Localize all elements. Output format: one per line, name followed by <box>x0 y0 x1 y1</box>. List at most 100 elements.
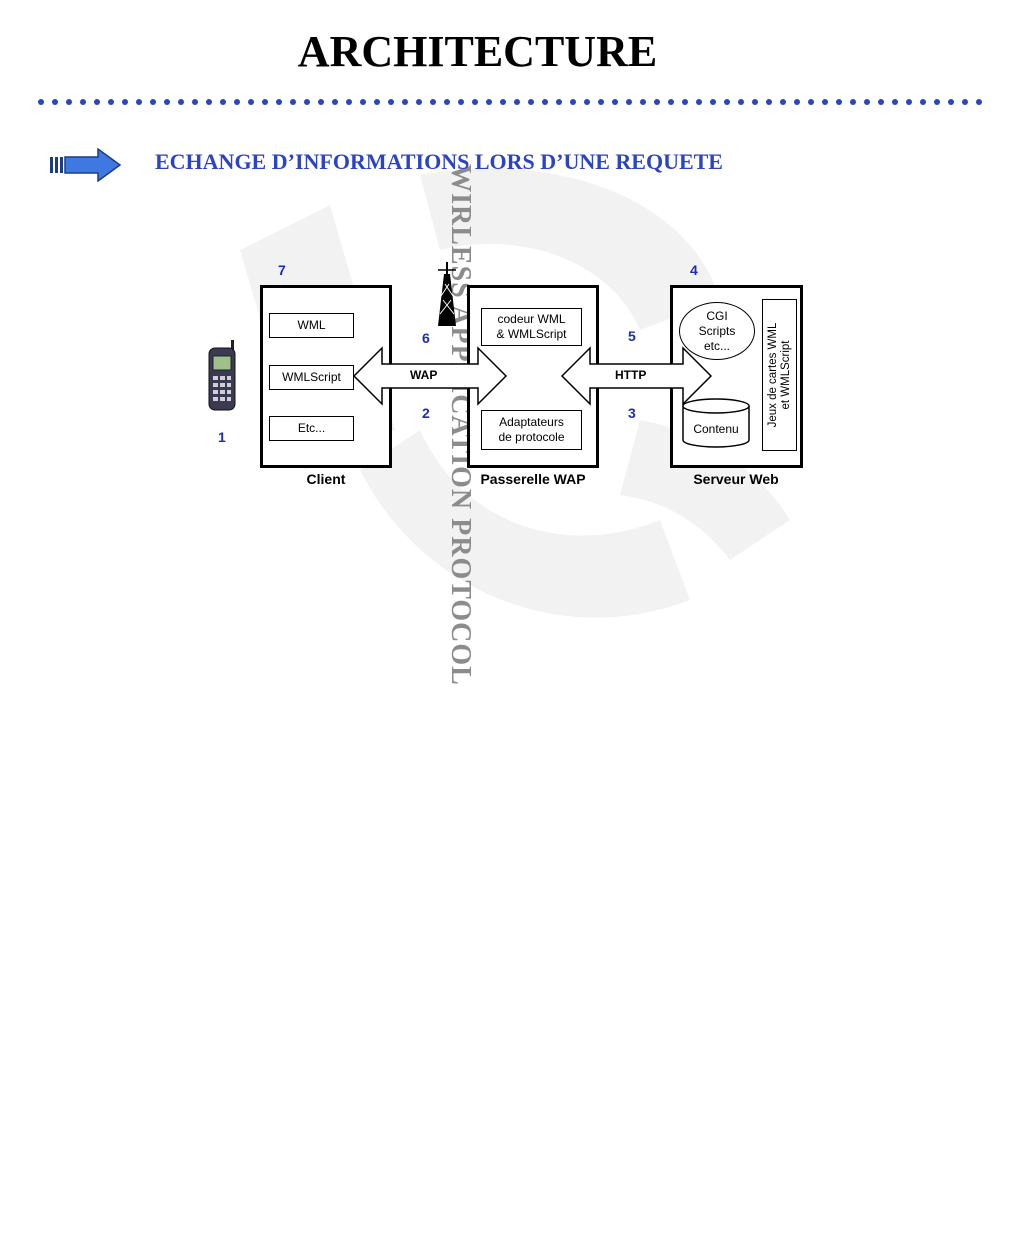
step-4: 4 <box>690 262 698 278</box>
separator-dot <box>626 99 632 105</box>
content-label: Contenu <box>693 421 739 436</box>
separator-dot <box>682 99 688 105</box>
server-label: Serveur Web <box>693 471 779 487</box>
separator-dot <box>906 99 912 105</box>
separator-dot <box>332 99 338 105</box>
separator-dot <box>864 99 870 105</box>
separator-dot <box>570 99 576 105</box>
separator-dot <box>948 99 954 105</box>
http-double-arrow <box>560 346 713 406</box>
separator-dot <box>500 99 506 105</box>
content-database-icon <box>682 398 750 448</box>
separator-dot <box>654 99 660 105</box>
separator-dot <box>486 99 492 105</box>
separator-dot <box>262 99 268 105</box>
separator-dot <box>52 99 58 105</box>
protocol-adapters-box: Adaptateurs de protocole <box>481 410 582 450</box>
separator-dot <box>304 99 310 105</box>
separator-dot <box>794 99 800 105</box>
separator-dot <box>850 99 856 105</box>
wap-double-arrow <box>352 346 508 406</box>
separator-dot <box>542 99 548 105</box>
separator-dot <box>122 99 128 105</box>
separator-dot <box>766 99 772 105</box>
separator-dot <box>444 99 450 105</box>
separator-dot <box>94 99 100 105</box>
separator-dot <box>150 99 156 105</box>
separator-dot <box>556 99 562 105</box>
wml-cards-label: Jeux de cartes WML et WMLScript <box>766 322 792 428</box>
step-2: 2 <box>422 405 430 421</box>
http-link-label: HTTP <box>615 368 647 382</box>
separator-dot <box>234 99 240 105</box>
wap-link-label: WAP <box>410 368 438 382</box>
separator-dot <box>402 99 408 105</box>
wml-encoder-box: codeur WML & WMLScript <box>481 308 582 346</box>
separator-dot <box>738 99 744 105</box>
separator-dot <box>164 99 170 105</box>
step-5: 5 <box>628 328 636 344</box>
separator-dot <box>416 99 422 105</box>
gateway-label: Passerelle WAP <box>480 471 586 487</box>
separator-dot <box>976 99 982 105</box>
dotted-separator <box>38 99 982 105</box>
separator-dot <box>360 99 366 105</box>
arrow-bullet-icon <box>50 148 122 182</box>
separator-dot <box>752 99 758 105</box>
antenna-tower-icon <box>438 262 456 326</box>
step-7: 7 <box>278 262 286 278</box>
step-1: 1 <box>218 429 226 445</box>
separator-dot <box>374 99 380 105</box>
wap-architecture-diagram: WML WMLScript Etc... Client codeur WML &… <box>208 262 803 487</box>
client-item-wml: WML <box>269 313 354 338</box>
separator-dot <box>780 99 786 105</box>
separator-dot <box>388 99 394 105</box>
separator-dot <box>640 99 646 105</box>
client-item-wmlscript: WMLScript <box>269 365 354 390</box>
separator-dot <box>38 99 44 105</box>
separator-dot <box>822 99 828 105</box>
separator-dot <box>136 99 142 105</box>
separator-dot <box>430 99 436 105</box>
separator-dot <box>192 99 198 105</box>
separator-dot <box>962 99 968 105</box>
separator-dot <box>248 99 254 105</box>
separator-dot <box>892 99 898 105</box>
cgi-scripts-oval: CGI Scripts etc... <box>679 302 755 360</box>
separator-dot <box>598 99 604 105</box>
step-6: 6 <box>422 330 430 346</box>
separator-dot <box>710 99 716 105</box>
separator-dot <box>514 99 520 105</box>
separator-dot <box>472 99 478 105</box>
separator-dot <box>206 99 212 105</box>
separator-dot <box>108 99 114 105</box>
client-label: Client <box>306 471 346 487</box>
separator-dot <box>318 99 324 105</box>
separator-dot <box>920 99 926 105</box>
section-heading: ECHANGE D’INFORMATIONS LORS D’UNE REQUET… <box>155 149 723 174</box>
separator-dot <box>80 99 86 105</box>
mobile-phone-icon <box>208 340 236 411</box>
page-title: ARCHITECTURE <box>297 27 658 76</box>
step-3: 3 <box>628 405 636 421</box>
separator-dot <box>458 99 464 105</box>
separator-dot <box>724 99 730 105</box>
separator-dot <box>612 99 618 105</box>
separator-dot <box>808 99 814 105</box>
separator-dot <box>584 99 590 105</box>
separator-dot <box>878 99 884 105</box>
gateway-box: codeur WML & WMLScript Adaptateurs de pr… <box>467 285 599 468</box>
separator-dot <box>66 99 72 105</box>
separator-dot <box>668 99 674 105</box>
wml-cards-box: Jeux de cartes WML et WMLScript <box>762 299 797 451</box>
separator-dot <box>220 99 226 105</box>
separator-dot <box>836 99 842 105</box>
client-item-etc: Etc... <box>269 416 354 441</box>
separator-dot <box>934 99 940 105</box>
separator-dot <box>528 99 534 105</box>
separator-dot <box>696 99 702 105</box>
separator-dot <box>178 99 184 105</box>
separator-dot <box>346 99 352 105</box>
separator-dot <box>290 99 296 105</box>
separator-dot <box>276 99 282 105</box>
